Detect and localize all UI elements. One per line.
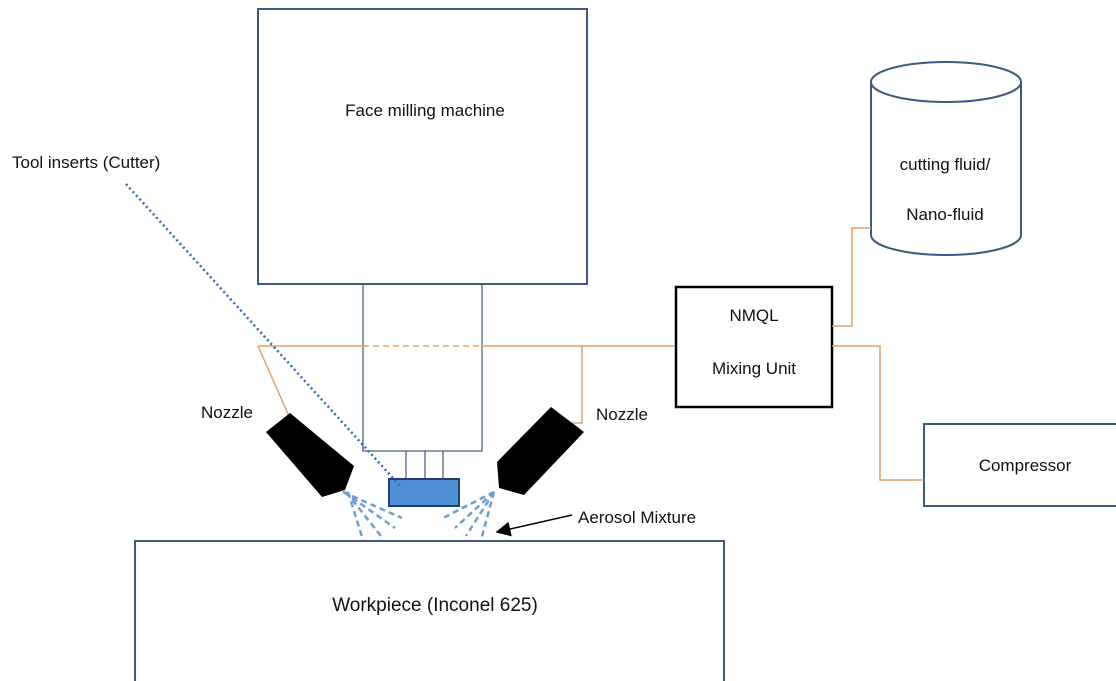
aerosol-arrow xyxy=(495,514,573,537)
nozzle-left-label: Nozzle xyxy=(201,403,253,422)
compressor-box xyxy=(923,423,1116,507)
workpiece-box xyxy=(134,540,725,681)
pipe-tank-to-mixer xyxy=(832,227,871,327)
pipe-to-left-nozzle xyxy=(257,345,293,424)
tool-inserts-pointer xyxy=(125,183,403,489)
spindle-housing xyxy=(362,283,483,452)
nozzle-right-body xyxy=(497,407,584,495)
nozzle-right-label: Nozzle xyxy=(596,405,648,424)
tool-inserts-label: Tool inserts (Cutter) xyxy=(12,153,160,172)
fluid-tank-label-line1: cutting fluid/ xyxy=(900,155,991,174)
nozzle-left-body xyxy=(266,413,354,497)
spray-left xyxy=(342,490,403,541)
pipe-to-right-nozzle xyxy=(563,346,583,424)
spray-right xyxy=(442,490,496,541)
face-milling-machine-label: Face milling machine xyxy=(345,101,505,120)
fluid-tank-body xyxy=(870,82,1022,256)
nmql-label: NMQL xyxy=(729,306,778,325)
tool-cutter xyxy=(388,478,460,507)
compressor-label: Compressor xyxy=(979,456,1072,475)
face-milling-machine-box xyxy=(257,8,588,285)
mixing-unit-label: Mixing Unit xyxy=(712,359,796,378)
fluid-tank-top xyxy=(870,61,1022,103)
pipe-compressor-to-mixer xyxy=(832,345,924,481)
nmql-mixing-unit-box xyxy=(674,285,834,409)
workpiece-label: Workpiece (Inconel 625) xyxy=(332,595,538,616)
aerosol-mixture-label: Aerosol Mixture xyxy=(578,508,696,527)
fluid-tank-label-line2: Nano-fluid xyxy=(906,205,984,224)
